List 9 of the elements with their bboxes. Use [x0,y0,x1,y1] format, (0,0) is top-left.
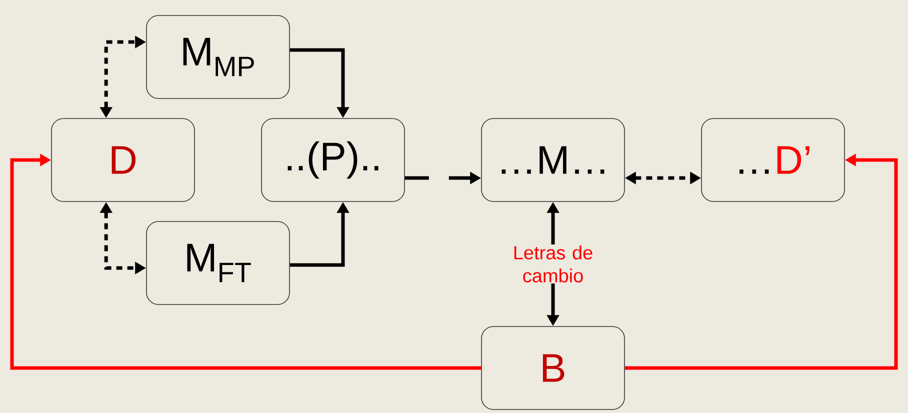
edge-label: Letras de cambio [504,244,602,284]
process-box: M$_{FT}$ [146,221,290,305]
process-box: …M… [481,118,625,202]
process-box: M$_{MP}$ [146,15,290,99]
arrow [10,154,482,370]
process-box: B [481,326,625,410]
process-box: … D’ [701,118,845,202]
process-box: D [51,118,195,202]
process-box: ..(P).. [261,118,405,202]
